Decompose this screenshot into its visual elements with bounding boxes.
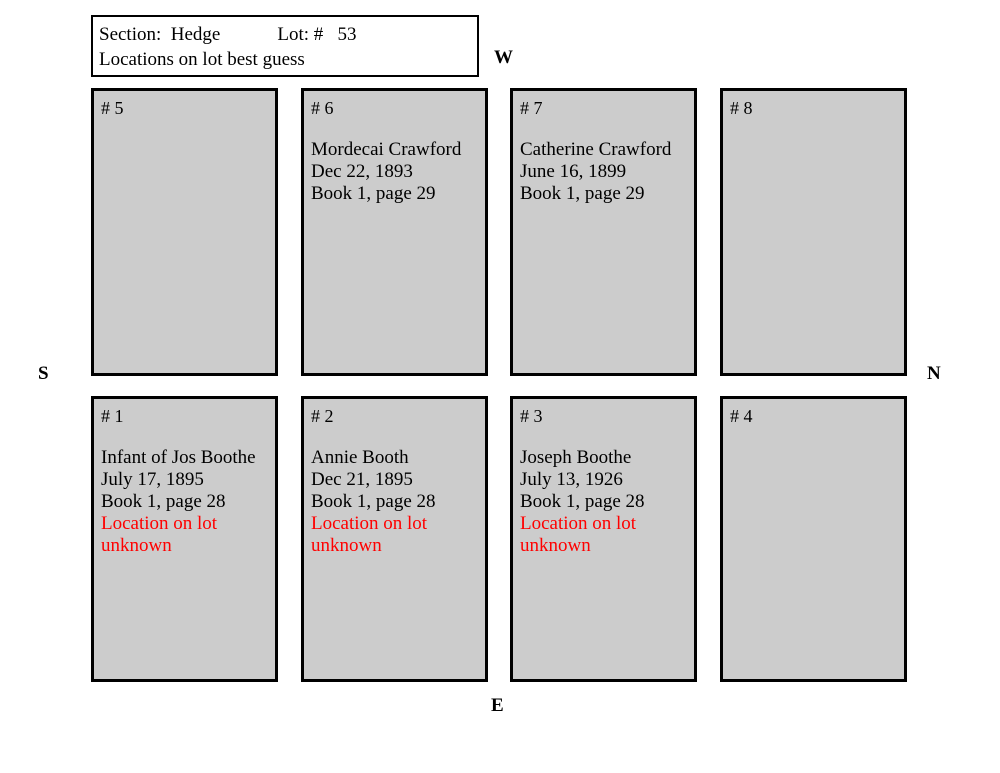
plot-number-label: # 5 <box>101 98 124 118</box>
plot-number-label: # 4 <box>730 406 753 426</box>
plot-details: Joseph Boothe July 13, 1926 Book 1, page… <box>520 447 690 557</box>
location-unknown-note: Location on lot unknown <box>311 513 428 556</box>
plot-number-label: # 2 <box>311 406 334 426</box>
location-unknown-note: Location on lot unknown <box>520 513 637 556</box>
plot-details: Catherine Crawford June 16, 1899 Book 1,… <box>520 139 690 205</box>
burial-name: Joseph Boothe <box>520 447 632 468</box>
compass-label-south: S <box>38 363 49 384</box>
burial-reference: Book 1, page 28 <box>101 491 226 512</box>
plot-details: Infant of Jos Boothe July 17, 1895 Book … <box>101 447 271 557</box>
burial-date: Dec 21, 1895 <box>311 469 413 490</box>
plot-cell[interactable]: # 5 <box>91 88 278 376</box>
burial-date: Dec 22, 1893 <box>311 161 413 182</box>
plot-cell[interactable]: # 4 <box>720 396 907 682</box>
plot-number-label: # 6 <box>311 98 334 118</box>
compass-label-west: W <box>494 47 513 68</box>
burial-reference: Book 1, page 29 <box>520 183 645 204</box>
burial-date: July 17, 1895 <box>101 469 204 490</box>
section-and-lot-line: Section: Hedge Lot: # 53 <box>99 24 357 45</box>
plot-cell[interactable]: # 6 Mordecai Crawford Dec 22, 1893 Book … <box>301 88 488 376</box>
compass-label-north: N <box>927 363 941 384</box>
plot-cell[interactable]: # 2 Annie Booth Dec 21, 1895 Book 1, pag… <box>301 396 488 682</box>
burial-date: July 13, 1926 <box>520 469 623 490</box>
plot-cell[interactable]: # 1 Infant of Jos Boothe July 17, 1895 B… <box>91 396 278 682</box>
burial-name: Infant of Jos Boothe <box>101 447 256 468</box>
plot-details: Annie Booth Dec 21, 1895 Book 1, page 28… <box>311 447 481 557</box>
burial-reference: Book 1, page 28 <box>520 491 645 512</box>
plot-number-label: # 3 <box>520 406 543 426</box>
location-unknown-note: Location on lot unknown <box>101 513 218 556</box>
lot-info-box: Section: Hedge Lot: # 53 Locations on lo… <box>91 15 479 77</box>
burial-name: Catherine Crawford <box>520 139 672 160</box>
plot-number-label: # 7 <box>520 98 543 118</box>
locations-disclaimer-line: Locations on lot best guess <box>99 49 305 70</box>
burial-reference: Book 1, page 29 <box>311 183 436 204</box>
burial-name: Mordecai Crawford <box>311 139 462 160</box>
burial-reference: Book 1, page 28 <box>311 491 436 512</box>
burial-date: June 16, 1899 <box>520 161 627 182</box>
plot-number-label: # 8 <box>730 98 753 118</box>
plot-cell[interactable]: # 8 <box>720 88 907 376</box>
plot-number-label: # 1 <box>101 406 124 426</box>
plot-cell[interactable]: # 3 Joseph Boothe July 13, 1926 Book 1, … <box>510 396 697 682</box>
compass-label-east: E <box>491 695 504 716</box>
burial-name: Annie Booth <box>311 447 409 468</box>
plot-details: Mordecai Crawford Dec 22, 1893 Book 1, p… <box>311 139 481 205</box>
plot-cell[interactable]: # 7 Catherine Crawford June 16, 1899 Boo… <box>510 88 697 376</box>
plot-grid: # 5 # 6 Mordecai Crawford Dec 22, 1893 B… <box>91 88 909 682</box>
